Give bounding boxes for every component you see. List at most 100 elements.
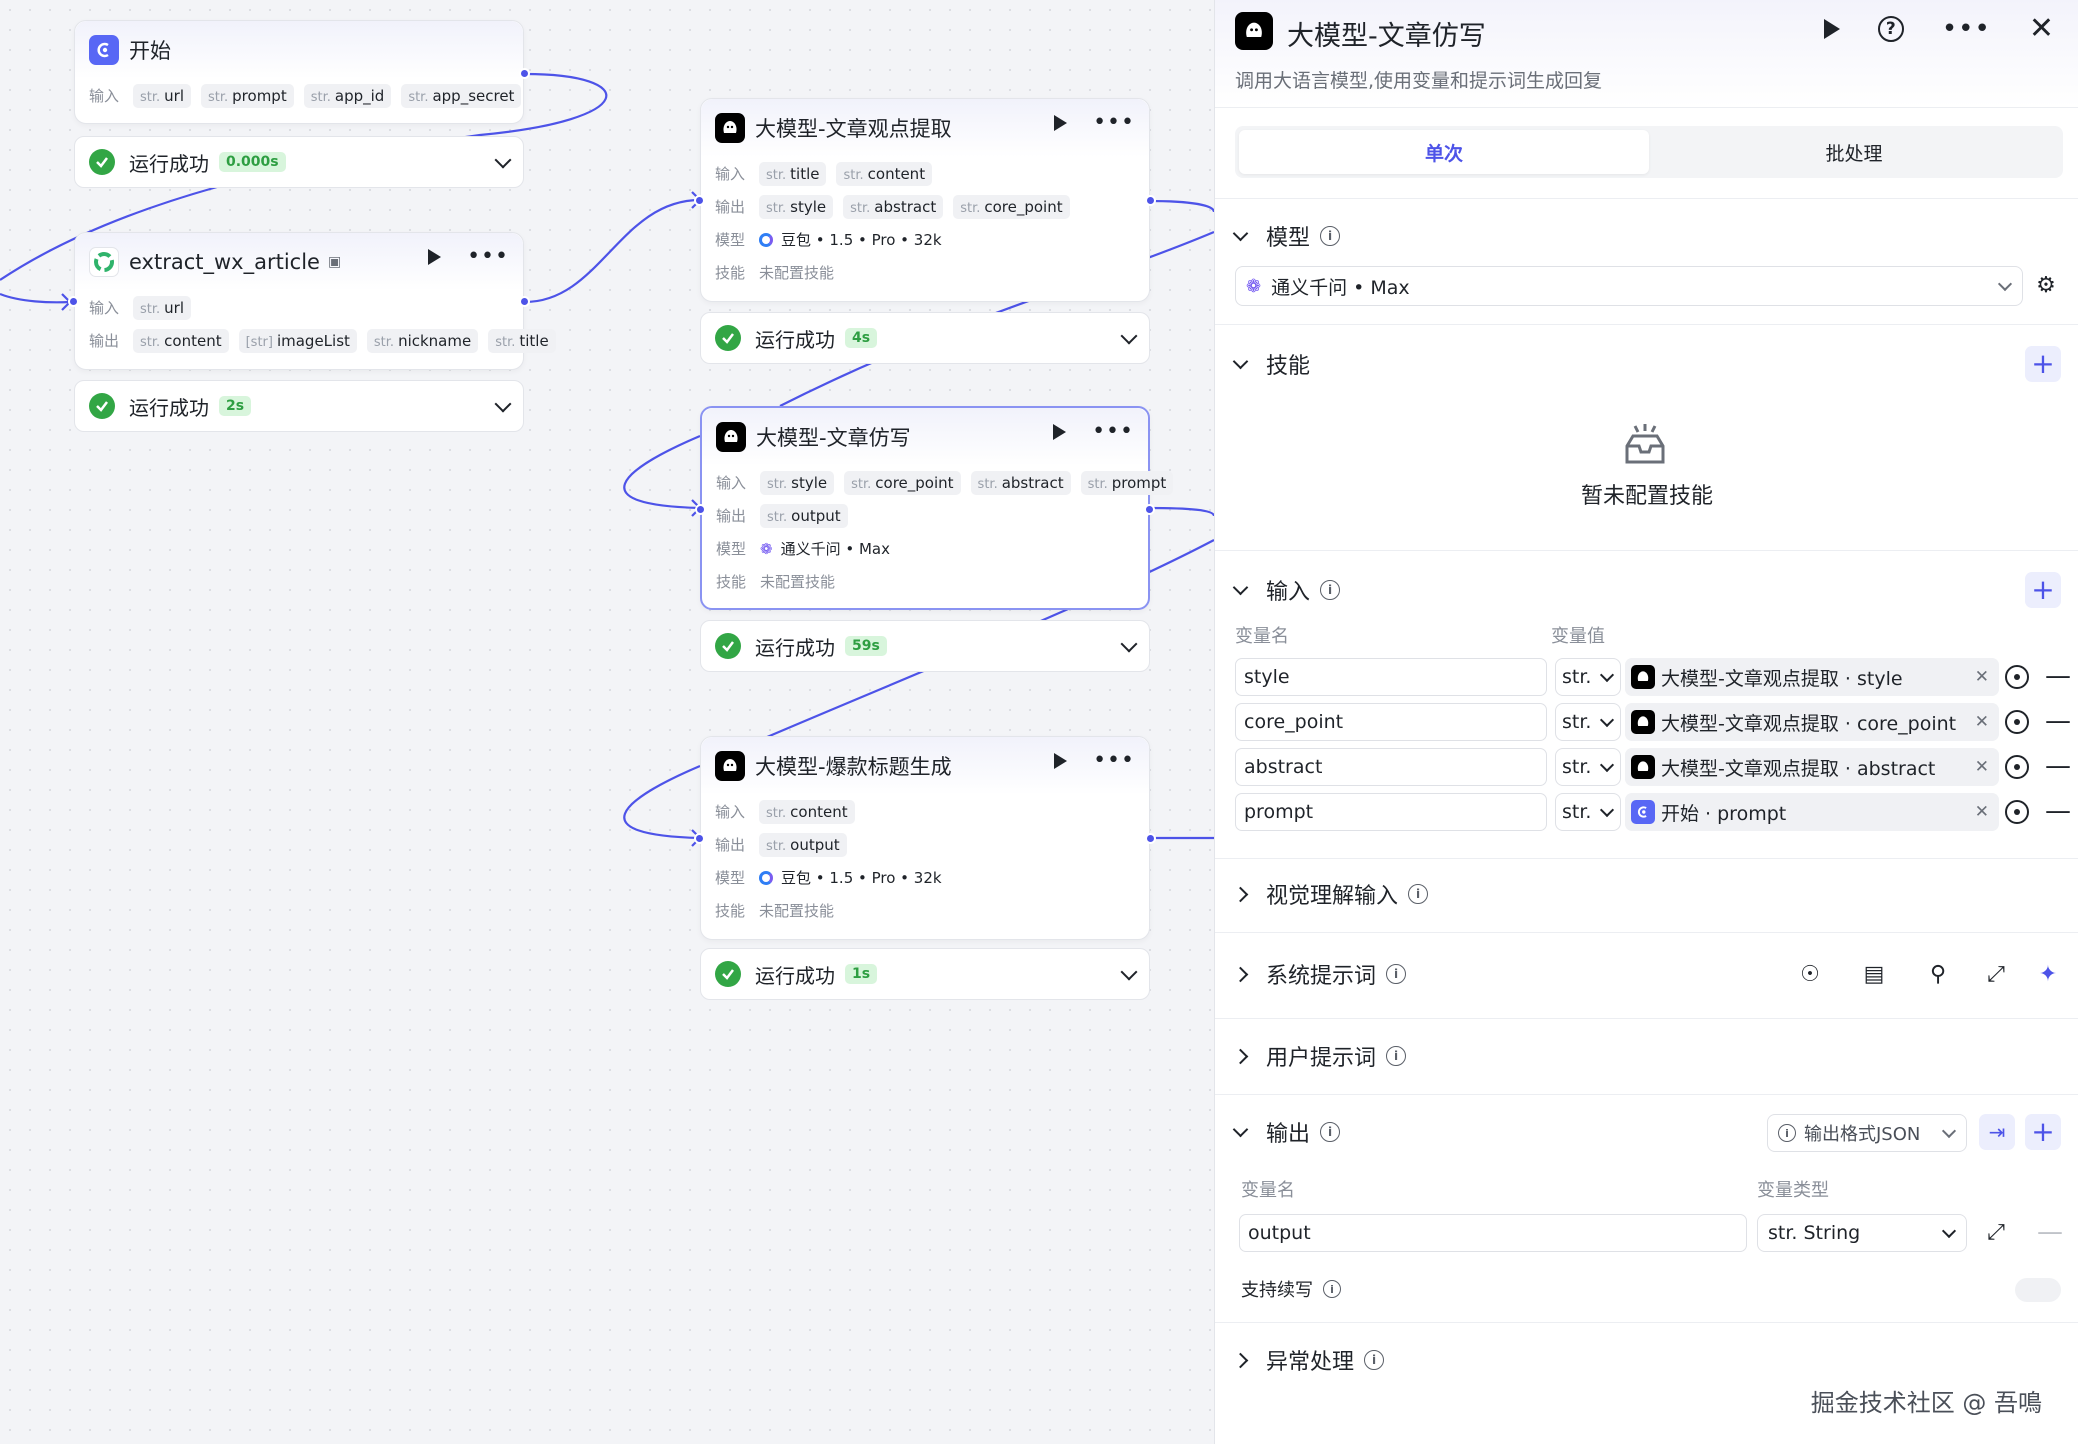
output-format-select[interactable]: i 输出格式JSON: [1767, 1114, 1967, 1152]
clear-icon[interactable]: ✕: [1974, 802, 1989, 822]
add-input-button[interactable]: +: [2025, 572, 2061, 608]
output-port[interactable]: [519, 296, 530, 307]
variable-picker-icon[interactable]: [2005, 665, 2029, 689]
status-start[interactable]: 运行成功 0.000s: [74, 136, 524, 188]
run-icon[interactable]: [1054, 753, 1068, 769]
exception-section[interactable]: 异常处理 i: [1215, 1338, 2078, 1382]
remove-input-icon[interactable]: —: [2045, 706, 2071, 736]
status-viewpoint[interactable]: 运行成功 4s: [700, 312, 1150, 364]
output-name-input[interactable]: output: [1239, 1214, 1747, 1252]
chevron-right-icon[interactable]: [1232, 886, 1249, 902]
chevron-down-icon[interactable]: [1232, 353, 1249, 369]
clear-icon[interactable]: ✕: [1974, 757, 1989, 777]
expand-icon[interactable]: ⤢: [1987, 961, 2005, 987]
chevron-right-icon[interactable]: [1232, 1352, 1249, 1368]
info-icon[interactable]: i: [1320, 1122, 1341, 1142]
input-type-select[interactable]: str.: [1555, 748, 1621, 786]
input-var-name[interactable]: prompt: [1235, 793, 1547, 831]
info-icon[interactable]: i: [1323, 1280, 1341, 1298]
input-var-name[interactable]: style: [1235, 658, 1547, 696]
node-article-rewrite[interactable]: 大模型-文章仿写 ••• 输入 str.style str.core_point…: [695, 406, 1174, 610]
more-icon[interactable]: •••: [1093, 110, 1135, 135]
input-type-select[interactable]: str.: [1555, 793, 1621, 831]
output-type-select[interactable]: str. String: [1757, 1214, 1967, 1252]
chevron-down-icon[interactable]: [1120, 327, 1138, 345]
input-type-select[interactable]: str.: [1555, 658, 1621, 696]
chevron-right-icon[interactable]: [1232, 1048, 1249, 1064]
info-icon[interactable]: i: [1408, 884, 1429, 904]
expand-icon[interactable]: ⤢: [1987, 1219, 2005, 1245]
vision-input-section[interactable]: 视觉理解输入 i: [1215, 872, 2078, 916]
more-icon[interactable]: •••: [1093, 748, 1135, 773]
output-port[interactable]: [1145, 833, 1156, 844]
more-icon[interactable]: •••: [467, 244, 509, 269]
variable-picker-icon[interactable]: [2005, 710, 2029, 734]
input-port[interactable]: [694, 833, 705, 844]
run-icon[interactable]: [1054, 115, 1068, 131]
output-port[interactable]: [1145, 195, 1156, 206]
status-extract[interactable]: 运行成功 2s: [74, 380, 524, 432]
chevron-down-icon[interactable]: [1120, 963, 1138, 981]
run-icon[interactable]: [1053, 424, 1067, 440]
info-icon[interactable]: i: [1386, 1046, 1407, 1066]
input-port[interactable]: [68, 296, 79, 307]
output-port[interactable]: [519, 68, 530, 79]
chevron-down-icon[interactable]: [1232, 579, 1249, 595]
tab-batch[interactable]: 批处理: [1825, 142, 1883, 165]
panel-title[interactable]: 大模型-文章仿写: [1287, 21, 1486, 52]
more-icon[interactable]: •••: [1092, 419, 1134, 444]
remove-input-icon[interactable]: —: [2045, 661, 2071, 691]
user-prompt-section[interactable]: 用户提示词 i: [1215, 1034, 2078, 1078]
node-headline-generate[interactable]: 大模型-爆款标题生成 ••• 输入 str.content 输出 str.out…: [694, 736, 1156, 940]
tab-single[interactable]: 单次: [1239, 130, 1649, 174]
help-icon[interactable]: ?: [1877, 16, 1904, 42]
input-port[interactable]: [695, 504, 706, 515]
template-library-icon[interactable]: ▤: [1863, 961, 1885, 987]
compass-icon[interactable]: ☉: [1800, 961, 1820, 987]
clear-icon[interactable]: ✕: [1974, 667, 1989, 687]
input-type-select[interactable]: str.: [1555, 703, 1621, 741]
info-icon[interactable]: i: [1320, 580, 1341, 600]
close-icon[interactable]: ✕: [2028, 11, 2054, 46]
node-extract-wx-article[interactable]: extract_wx_article ▣ ••• 输入 str.url 输出 s…: [68, 232, 556, 370]
chevron-down-icon[interactable]: [1120, 635, 1138, 653]
output-mapping-icon[interactable]: ⇥: [1979, 1114, 2015, 1150]
variable-picker-icon[interactable]: [2005, 755, 2029, 779]
variable-picker-icon[interactable]: [2005, 800, 2029, 824]
remove-input-icon[interactable]: —: [2045, 796, 2071, 826]
lightbulb-icon[interactable]: ⚲: [1929, 961, 1947, 987]
info-icon[interactable]: i: [1386, 964, 1407, 984]
input-var-name[interactable]: core_point: [1235, 703, 1547, 741]
remove-input-icon[interactable]: —: [2045, 751, 2071, 781]
clear-icon[interactable]: ✕: [1974, 712, 1989, 732]
ai-sparkle-icon[interactable]: ✦: [2038, 961, 2058, 987]
input-port[interactable]: [694, 195, 705, 206]
node-viewpoint-extract[interactable]: 大模型-文章观点提取 ••• 输入 str.title str.content …: [694, 98, 1156, 302]
gear-icon[interactable]: ⚙: [2036, 272, 2056, 298]
system-prompt-section[interactable]: 系统提示词 i: [1215, 952, 2078, 996]
input-ref-value[interactable]: 大模型-文章观点提取 · abstract✕: [1625, 748, 1999, 786]
chevron-down-icon[interactable]: [1232, 225, 1249, 241]
chevron-down-icon[interactable]: [494, 395, 512, 413]
info-icon[interactable]: i: [1364, 1350, 1385, 1370]
chevron-down-icon[interactable]: [494, 151, 512, 169]
output-port[interactable]: [1144, 504, 1155, 515]
input-var-name[interactable]: abstract: [1235, 748, 1547, 786]
run-icon[interactable]: [428, 249, 442, 265]
status-headline[interactable]: 运行成功 1s: [700, 948, 1150, 1000]
continue-write-toggle[interactable]: [2015, 1278, 2061, 1302]
info-icon[interactable]: i: [1320, 226, 1341, 246]
run-icon[interactable]: [1823, 19, 1840, 39]
input-ref-value[interactable]: 开始 · prompt✕: [1625, 793, 1999, 831]
panel-description[interactable]: 调用大语言模型,使用变量和提示词生成回复: [1235, 70, 1603, 92]
input-ref-value[interactable]: 大模型-文章观点提取 · style✕: [1625, 658, 1999, 696]
input-ref-value[interactable]: 大模型-文章观点提取 · core_point✕: [1625, 703, 1999, 741]
add-skill-button[interactable]: +: [2025, 346, 2061, 382]
remove-output-icon[interactable]: —: [2037, 1217, 2063, 1247]
status-rewrite[interactable]: 运行成功 59s: [700, 620, 1150, 672]
more-icon[interactable]: •••: [1941, 14, 1991, 44]
model-select[interactable]: ❁ 通义千问 • Max: [1235, 266, 2023, 306]
workflow-canvas[interactable]: 开始 输入 str.url str.prompt str.app_id str.…: [0, 0, 1216, 1444]
node-start[interactable]: 开始 输入 str.url str.prompt str.app_id str.…: [74, 20, 530, 124]
add-output-button[interactable]: +: [2025, 1114, 2061, 1150]
